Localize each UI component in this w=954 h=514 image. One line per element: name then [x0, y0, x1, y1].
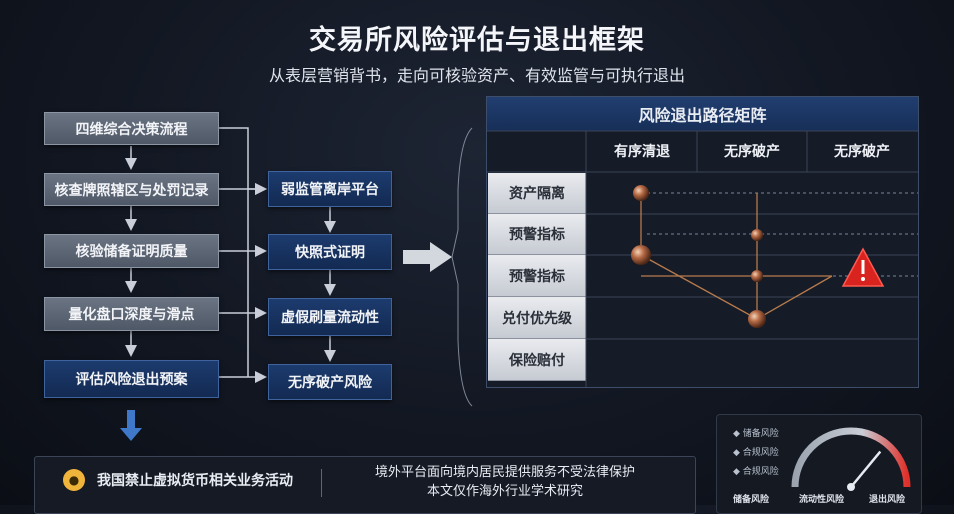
right-step-3: 虚假刷量流动性 [268, 298, 392, 336]
gauge-legend-item: ◆ 合规风险 [733, 467, 779, 477]
risk-gauge-panel: ◆ 储备风险 ◆ 合规风险 ◆ 合规风险 储备风险 流动性风险 退出风险 [716, 414, 922, 514]
matrix-row-5: 保险赔付 [488, 339, 586, 381]
gauge-legend-label: 储备风险 [742, 429, 779, 439]
matrix-node [748, 310, 766, 328]
matrix-grid [487, 130, 918, 387]
matrix-row-4: 兑付优先级 [488, 297, 586, 339]
right-step-4: 无序破产风险 [268, 364, 392, 400]
right-step-2: 快照式证明 [268, 234, 392, 270]
matrix-node [631, 245, 651, 265]
matrix-node [633, 185, 649, 201]
page-subtitle: 从表层营销背书，走向可核验资产、有效监管与可执行退出 [268, 66, 685, 85]
gauge-label-2: 流动性风险 [799, 495, 845, 505]
matrix-node [751, 270, 763, 282]
right-step-label: 快照式证明 [295, 245, 365, 261]
notice-right-line-1: 境外平台面向境内居民提供服务不受法律保护 [374, 465, 635, 480]
warning-icon [841, 247, 885, 287]
notice-left-text: 我国禁止虚拟货币相关业务活动 [97, 473, 293, 489]
gauge-label-1: 储备风险 [733, 495, 770, 505]
location-pin-icon: ● [63, 469, 85, 491]
right-step-label: 无序破产风险 [288, 375, 372, 391]
left-step-label: 量化盘口深度与滑点 [68, 307, 195, 323]
gauge-label-3: 退出风险 [869, 495, 906, 505]
notice-divider [321, 469, 322, 497]
matrix-node [751, 229, 763, 241]
matrix-row-3: 预警指标 [488, 255, 586, 297]
legal-notice-bar: ● 我国禁止虚拟货币相关业务活动 境外平台面向境内居民提供服务不受法律保护 本文… [34, 456, 696, 514]
left-step-4: 量化盘口深度与滑点 [44, 297, 219, 331]
matrix-col-1: 有序清退 [614, 144, 670, 160]
left-step-3: 核验储备证明质量 [44, 234, 219, 268]
right-step-label: 虚假刷量流动性 [281, 310, 379, 326]
matrix-title: 风险退出路径矩阵 [487, 97, 918, 131]
gauge-hub [847, 483, 855, 491]
left-step-label: 核查牌照辖区与处罚记录 [54, 182, 209, 199]
gauge-needle [850, 450, 882, 488]
gauge-legend-label: 合规风险 [742, 448, 779, 458]
gauge-legend-label: 合规风险 [742, 467, 779, 477]
risk-exit-matrix: 风险退出路径矩阵 有序清退 无序破产 无序破产 资产隔离 预警指标 预警指标 兑… [486, 96, 919, 388]
matrix-row-2: 预警指标 [488, 214, 586, 255]
left-step-label: 评估风险退出预案 [75, 372, 188, 388]
notice-left: ● 我国禁止虚拟货币相关业务活动 [63, 469, 293, 491]
page-title: 交易所风险评估与退出框架 [309, 25, 645, 56]
left-step-5: 评估风险退出预案 [44, 360, 219, 398]
notice-right-line-2: 本文仅作海外行业学术研究 [426, 484, 583, 499]
left-step-label: 四维综合决策流程 [75, 121, 188, 138]
matrix-col-2: 无序破产 [724, 144, 780, 160]
left-step-1: 四维综合决策流程 [44, 112, 219, 145]
notice-right: 境外平台面向境内居民提供服务不受法律保护 本文仅作海外行业学术研究 [335, 463, 675, 501]
gauge-arc [791, 427, 911, 488]
left-step-label: 核验储备证明质量 [75, 244, 188, 260]
matrix-row-1: 资产隔离 [488, 173, 586, 214]
right-step-label: 弱监管离岸平台 [281, 182, 379, 198]
gauge-legend-item: ◆ 合规风险 [733, 448, 779, 458]
gauge-legend-item: ◆ 储备风险 [733, 429, 779, 439]
left-step-2: 核查牌照辖区与处罚记录 [44, 173, 219, 206]
matrix-col-3: 无序破产 [834, 144, 890, 160]
risk-gauge [791, 427, 911, 491]
right-step-1: 弱监管离岸平台 [268, 171, 392, 207]
